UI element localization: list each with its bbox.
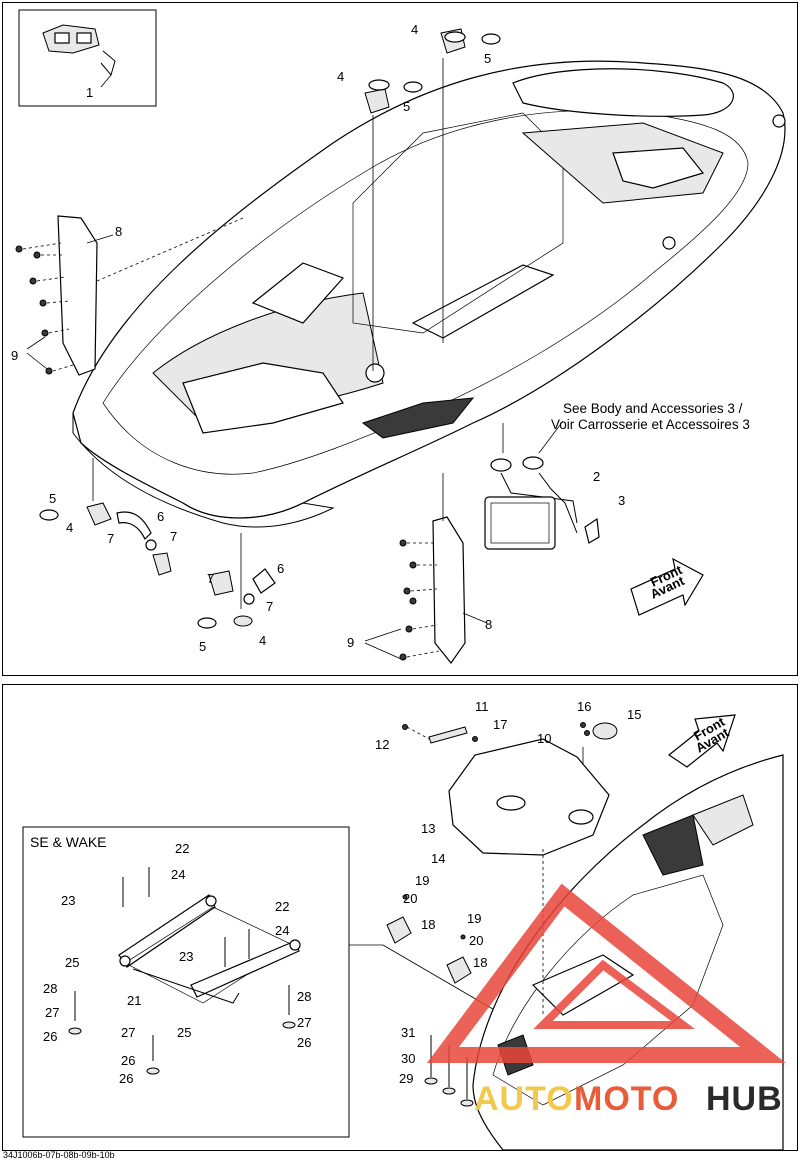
callout-number: 27 <box>297 1015 311 1030</box>
callout-number: 6 <box>157 509 164 524</box>
bottom-diagram-panel: Front Avant 11 17 12 10 16 15 13 14 19 2… <box>2 684 798 1151</box>
inset-box <box>18 9 157 107</box>
callout-number: 5 <box>403 99 410 114</box>
watermark-logo <box>427 883 786 1063</box>
callout-number: 26 <box>297 1035 311 1050</box>
callout-number: 9 <box>347 635 354 650</box>
drain-plug-top-right <box>440 28 501 343</box>
cross-reference-note-fr: Voir Carrosserie et Accessoires 3 <box>551 417 750 432</box>
callout-number: 20 <box>403 891 417 906</box>
inset-title: SE & WAKE <box>30 834 107 850</box>
drain-assembly-left <box>39 458 172 576</box>
callout-number: 7 <box>170 529 177 544</box>
top-diagram-panel: Front Avant See Body and Accessories 3 /… <box>2 2 798 676</box>
callout-number: 1 <box>86 85 93 100</box>
callout-number: 4 <box>337 69 344 84</box>
callout-number: 28 <box>43 981 57 996</box>
callout-number: 16 <box>577 699 591 714</box>
callout-number: 18 <box>421 917 435 932</box>
cable-tie-clip <box>42 24 116 88</box>
callout-number: 23 <box>179 949 193 964</box>
callout-number: 19 <box>415 873 429 888</box>
deck-exploded-diagram: Front Avant 11 17 12 10 16 15 13 14 19 2… <box>22 699 786 1150</box>
callout-number: 14 <box>431 851 445 866</box>
callout-number: 27 <box>121 1025 135 1040</box>
callout-number: 22 <box>275 899 289 914</box>
hatch-cover <box>448 738 610 1015</box>
callout-number: 17 <box>493 717 507 732</box>
callout-number: 8 <box>485 617 492 632</box>
callout-number: 7 <box>107 531 114 546</box>
callout-number: 4 <box>66 520 73 535</box>
right-side-panel <box>364 473 488 665</box>
watermark-text-moto: MOTO <box>574 1080 680 1118</box>
callout-number: 8 <box>115 224 122 239</box>
callout-number: 22 <box>175 841 189 856</box>
callout-number: 31 <box>401 1025 415 1040</box>
diagram-code: 34J1006b-07b-08b-09b-10b <box>3 1150 115 1160</box>
callout-number: 21 <box>127 993 141 1008</box>
callout-number: 6 <box>277 561 284 576</box>
callout-number: 20 <box>469 933 483 948</box>
drain-plug-top-mid <box>364 79 423 371</box>
callout-number: 30 <box>401 1051 415 1066</box>
bottom-callouts: 11 17 12 10 16 15 13 14 19 20 18 19 20 1… <box>43 699 641 1086</box>
callout-number: 5 <box>49 491 56 506</box>
callout-number: 13 <box>421 821 435 836</box>
cross-reference-note-en: See Body and Accessories 3 / <box>563 401 743 416</box>
callout-number: 25 <box>177 1025 191 1040</box>
watermark-text-auto: AUTO <box>474 1080 574 1118</box>
callout-number: 10 <box>537 731 551 746</box>
callout-number: 15 <box>627 707 641 722</box>
front-direction-arrow: Front Avant <box>630 557 704 616</box>
watermark-triangle-shape <box>427 883 786 1063</box>
callout-number: 24 <box>171 867 185 882</box>
callout-number: 28 <box>297 989 311 1004</box>
callout-number: 26 <box>119 1071 133 1086</box>
left-side-panel <box>15 215 244 376</box>
callout-number: 12 <box>375 737 389 752</box>
callout-number: 27 <box>45 1005 59 1020</box>
callout-number: 18 <box>473 955 487 970</box>
callout-number: 3 <box>618 493 625 508</box>
latch-assembly <box>580 722 618 765</box>
bumper-right <box>446 934 472 984</box>
callout-number: 23 <box>61 893 75 908</box>
callout-number: 29 <box>399 1071 413 1086</box>
top-callouts: 1 4 5 4 5 8 9 5 4 7 6 7 7 6 7 4 5 2 3 8 … <box>11 22 625 654</box>
front-direction-arrow-bottom: Front Avant <box>667 714 736 768</box>
callout-number: 26 <box>121 1053 135 1068</box>
callout-number: 4 <box>411 22 418 37</box>
callout-number: 2 <box>593 469 600 484</box>
drain-assembly-center <box>197 533 276 629</box>
hull-exploded-diagram: Front Avant See Body and Accessories 3 /… <box>11 9 786 665</box>
inset-screws <box>68 867 296 1075</box>
callout-number: 9 <box>11 348 18 363</box>
bilge-pickups <box>484 420 600 550</box>
tow-pylon <box>118 894 301 1004</box>
callout-number: 7 <box>266 599 273 614</box>
hinge-assembly <box>402 724 478 744</box>
callout-number: 4 <box>259 633 266 648</box>
se-wake-inset-box <box>22 826 350 1138</box>
callout-number: 7 <box>207 571 214 586</box>
callout-number: 11 <box>475 699 489 714</box>
callout-number: 24 <box>275 923 289 938</box>
watermark-text-hub: HUB <box>706 1080 783 1118</box>
hull-body <box>72 60 786 528</box>
bumper-left <box>386 894 412 944</box>
callout-number: 26 <box>43 1029 57 1044</box>
callout-number: 25 <box>65 955 79 970</box>
callout-number: 5 <box>484 51 491 66</box>
callout-number: 19 <box>467 911 481 926</box>
callout-number: 5 <box>199 639 206 654</box>
